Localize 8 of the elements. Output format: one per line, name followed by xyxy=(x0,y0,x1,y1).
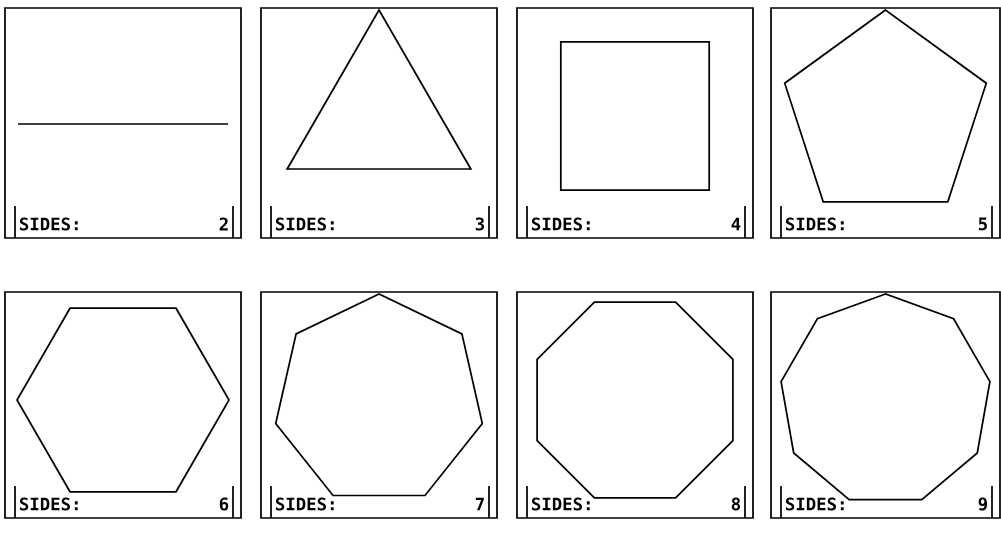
panel: SIDES: 8 xyxy=(516,291,754,519)
panel: SIDES: 5 xyxy=(770,7,1001,239)
panel: SIDES: 6 xyxy=(4,291,242,519)
panel: SIDES: 9 xyxy=(770,291,1001,519)
panel: SIDES: 7 xyxy=(260,291,498,519)
panel: SIDES: 4 xyxy=(516,7,754,239)
panel: SIDES: 3 xyxy=(260,7,498,239)
panel: SIDES: 2 xyxy=(4,7,242,239)
